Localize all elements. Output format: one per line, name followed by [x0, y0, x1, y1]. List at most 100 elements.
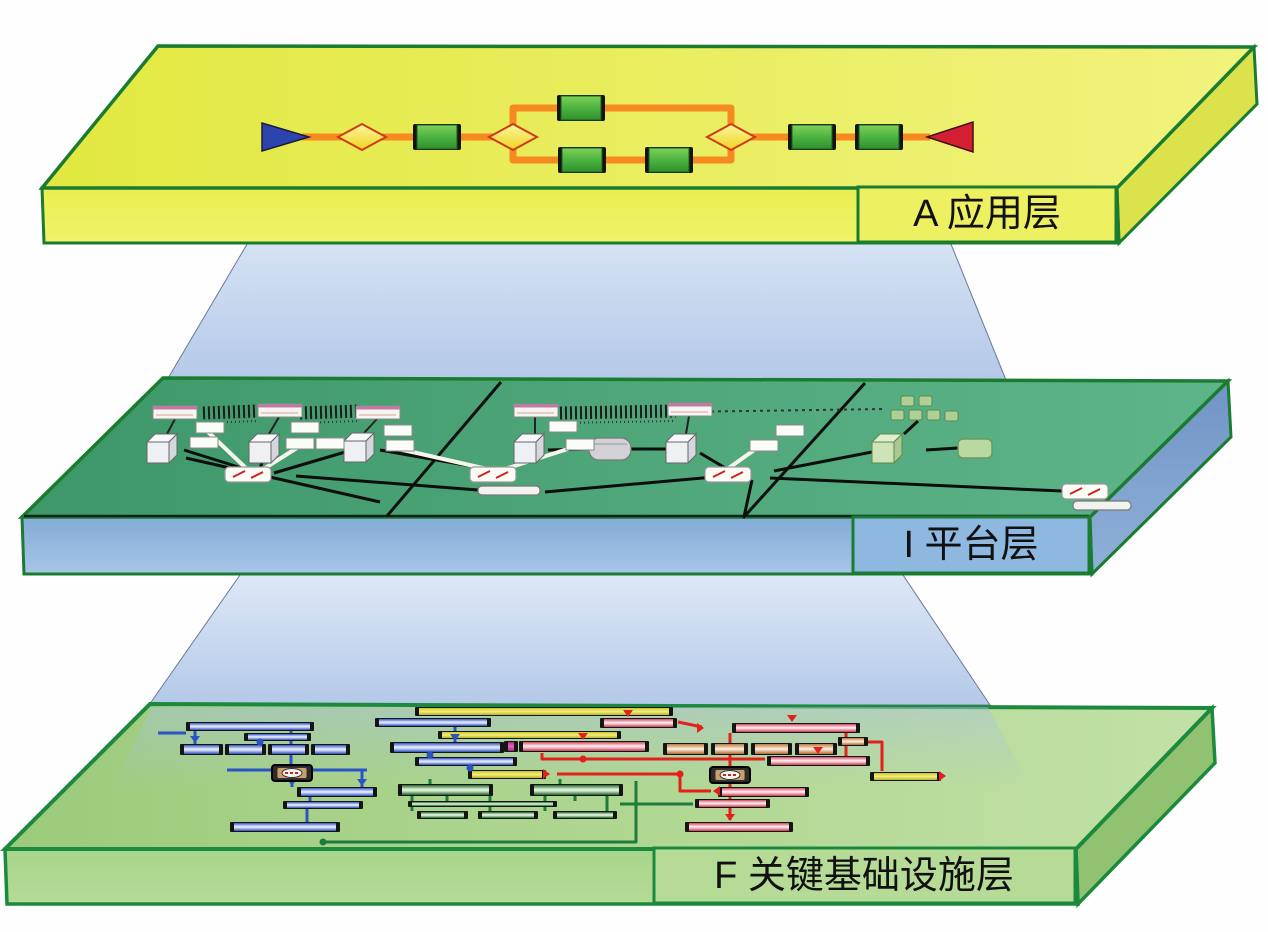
- task-box-face: [791, 124, 833, 150]
- arrowhead-red: [623, 710, 633, 717]
- device-stem: [685, 415, 690, 435]
- bus-bar-blue: [315, 745, 346, 754]
- junction-dot: [579, 755, 587, 763]
- network-link: [273, 448, 353, 475]
- network-link: [742, 479, 754, 518]
- device-stem: [268, 416, 280, 435]
- arrowhead-blue: [357, 779, 367, 786]
- bus-bar-blue: [394, 743, 500, 752]
- start-marker-icon: [261, 121, 312, 153]
- server-cube-icon: [665, 441, 689, 464]
- decision-diamond: [704, 122, 758, 152]
- green-module-box: [957, 438, 993, 459]
- node-card: [385, 439, 415, 452]
- bus-bar-blue: [379, 719, 487, 726]
- device-stem: [166, 418, 176, 435]
- task-box-face: [648, 147, 690, 173]
- infrastructure-layer-label-box: [652, 846, 1077, 905]
- task-box-face: [858, 124, 900, 150]
- region-divider: [741, 381, 867, 520]
- bus-link-green: [325, 781, 638, 844]
- decision-diamond: [486, 122, 540, 152]
- network-link: [925, 446, 959, 452]
- bus-link-red: [866, 740, 884, 771]
- network-link-white: [724, 446, 759, 472]
- bus-bar-pink: [771, 757, 866, 765]
- arrowhead-red: [813, 747, 823, 754]
- bus-bar-pink: [699, 800, 766, 807]
- arrowhead-red: [578, 733, 588, 740]
- server-cube-icon: [343, 440, 367, 463]
- junction-dot: [676, 770, 684, 778]
- bus-bar-green: [534, 785, 619, 795]
- hatch-row-thin: [559, 420, 677, 424]
- router-arrow: [730, 471, 744, 479]
- green-node-box: [926, 409, 941, 421]
- bus-bar-yellow: [419, 708, 669, 715]
- bus-bar-tan: [667, 744, 704, 754]
- hatch-row: [202, 404, 259, 420]
- arrowhead-red: [543, 769, 550, 779]
- switch-device-stripe: [153, 406, 197, 410]
- task-box-face: [416, 124, 458, 150]
- bus-bar-green: [412, 802, 553, 806]
- server-cube-icon: [248, 441, 272, 464]
- bus-bar-blue: [184, 745, 219, 754]
- router-arrow: [1087, 488, 1101, 496]
- node-card: [315, 437, 345, 450]
- server-cube-icon: [146, 441, 170, 464]
- bus-bar-yellow: [472, 771, 542, 778]
- task-box-face: [561, 147, 603, 173]
- green-node-box: [944, 410, 959, 422]
- router-arrow: [232, 470, 246, 478]
- router-icon: [469, 466, 517, 483]
- bus-link-red: [557, 772, 711, 793]
- switch-device-stripe: [356, 406, 400, 410]
- router-arrow: [495, 471, 509, 479]
- hatch-row: [299, 404, 361, 420]
- arrowhead-red: [725, 814, 735, 821]
- node-card: [565, 438, 595, 451]
- node-card: [189, 436, 219, 449]
- arrowhead-red: [697, 723, 704, 733]
- bus-bar-pink: [604, 719, 673, 727]
- bus-bar-tan: [842, 738, 864, 745]
- arrowhead-blue: [450, 734, 460, 741]
- network-link: [902, 419, 920, 436]
- bus-bar-blue: [272, 745, 305, 754]
- junction-dot: [466, 764, 474, 772]
- node-card: [383, 424, 413, 437]
- device-stem: [363, 418, 378, 434]
- infrastructure-layer-label: F 关键基础设施层: [714, 855, 1014, 897]
- router-arrow: [712, 470, 726, 478]
- junction-dot: [256, 738, 264, 746]
- switch-device-stripe: [668, 403, 712, 407]
- bus-link-red: [540, 753, 765, 761]
- flow-line: [509, 144, 735, 164]
- infrastructure-layer-slab: F 关键基础设施层: [0, 701, 1217, 909]
- network-link: [699, 451, 728, 471]
- bus-bar-green: [482, 812, 534, 818]
- network-link: [295, 474, 479, 492]
- bus-bar-blue: [301, 788, 373, 796]
- bus-bar-tan: [755, 744, 788, 754]
- server-cube-icon: [513, 441, 537, 464]
- node-card: [775, 424, 805, 437]
- flow-line: [509, 104, 735, 130]
- bus-bar-blue: [229, 745, 262, 754]
- bus-bar-green: [402, 785, 489, 795]
- platter-icon: [477, 485, 541, 496]
- switch-device-stripe: [258, 404, 302, 408]
- bus-bar-blue: [419, 758, 513, 765]
- process-flowchart: [261, 95, 974, 173]
- switch-device-stripe: [514, 404, 558, 408]
- application-layer-label: A 应用层: [913, 193, 1061, 235]
- router-icon: [224, 466, 272, 483]
- infrastructure-bus-network: [158, 707, 946, 846]
- bus-bar-yellow: [874, 773, 937, 780]
- router-arrow: [1069, 487, 1083, 495]
- network-link-white: [260, 444, 302, 472]
- task-box-face: [560, 95, 602, 121]
- region-divider: [385, 381, 503, 517]
